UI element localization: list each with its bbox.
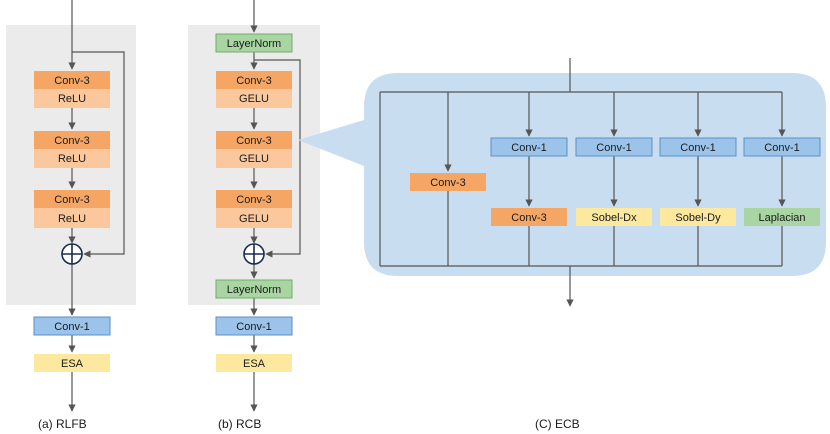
- ecb-caption: (C) ECB: [535, 417, 580, 431]
- act-label: GELU: [239, 93, 269, 105]
- branch-top-label: Conv-1: [680, 142, 715, 154]
- conv-label: Conv-3: [236, 135, 271, 147]
- rlfb-block-2: Conv-3 ReLU: [34, 131, 110, 168]
- rlfb-block-1: Conv-3 ReLU: [34, 71, 110, 108]
- act-label: ReLU: [58, 153, 86, 165]
- conv-label: Conv-3: [236, 75, 271, 87]
- rcb-diagram: LayerNorm Conv-3 GELU Conv-3 GELU Conv-3…: [188, 0, 320, 431]
- rlfb-esa: ESA: [34, 354, 110, 372]
- rcb-caption: (b) RCB: [218, 417, 261, 431]
- branch-top-label: Conv-1: [596, 142, 631, 154]
- ecb-conv3-branch: Conv-3: [410, 173, 486, 191]
- rcb-conv1: Conv-1: [215, 316, 293, 336]
- rcb-layernorm-bottom: LayerNorm: [215, 279, 293, 299]
- add-operator: [61, 243, 83, 265]
- svg-text:ESA: ESA: [61, 358, 84, 370]
- branch-top-label: Conv-1: [764, 142, 799, 154]
- svg-text:LayerNorm: LayerNorm: [227, 38, 281, 50]
- ecb-branch-4: Conv-1 Laplacian: [743, 137, 821, 226]
- branch-bottom-label: Sobel-Dx: [591, 212, 637, 224]
- conv-label: Conv-3: [236, 194, 271, 206]
- add-operator: [243, 243, 265, 265]
- rcb-block-1: Conv-3 GELU: [216, 71, 292, 108]
- rcb-block-3: Conv-3 GELU: [216, 190, 292, 228]
- conv-label: Conv-3: [54, 135, 89, 147]
- rlfb-conv1: Conv-1: [33, 316, 111, 336]
- ecb-branch-2: Conv-1 Sobel-Dx: [575, 137, 653, 226]
- rcb-layernorm-top: LayerNorm: [215, 33, 293, 53]
- svg-text:Conv-3: Conv-3: [430, 177, 465, 189]
- svg-text:Conv-1: Conv-1: [236, 321, 271, 333]
- act-label: GELU: [239, 153, 269, 165]
- svg-text:ESA: ESA: [243, 358, 266, 370]
- rcb-esa: ESA: [216, 354, 292, 372]
- rcb-block-2: Conv-3 GELU: [216, 131, 292, 168]
- branch-bottom-label: Sobel-Dy: [675, 212, 721, 224]
- act-label: ReLU: [58, 93, 86, 105]
- conv-label: Conv-3: [54, 75, 89, 87]
- svg-text:Conv-1: Conv-1: [54, 321, 89, 333]
- act-label: ReLU: [58, 213, 86, 225]
- ecb-branch-1: Conv-1 Conv-3: [490, 137, 568, 226]
- ecb-branch-3: Conv-1 Sobel-Dy: [659, 137, 737, 226]
- ecb-callout-panel: [298, 73, 826, 276]
- branch-bottom-label: Conv-3: [511, 212, 546, 224]
- ecb-diagram: Conv-3 Conv-1 Conv-3 Conv-1 Sobel-Dx Con…: [298, 58, 826, 431]
- rlfb-diagram: Conv-3 ReLU Conv-3 ReLU Conv-3 ReLU Conv…: [6, 0, 136, 431]
- conv-label: Conv-3: [54, 194, 89, 206]
- rlfb-block-3: Conv-3 ReLU: [34, 190, 110, 228]
- svg-text:LayerNorm: LayerNorm: [227, 284, 281, 296]
- branch-bottom-label: Laplacian: [758, 212, 805, 224]
- rlfb-caption: (a) RLFB: [38, 417, 87, 431]
- act-label: GELU: [239, 213, 269, 225]
- branch-top-label: Conv-1: [511, 142, 546, 154]
